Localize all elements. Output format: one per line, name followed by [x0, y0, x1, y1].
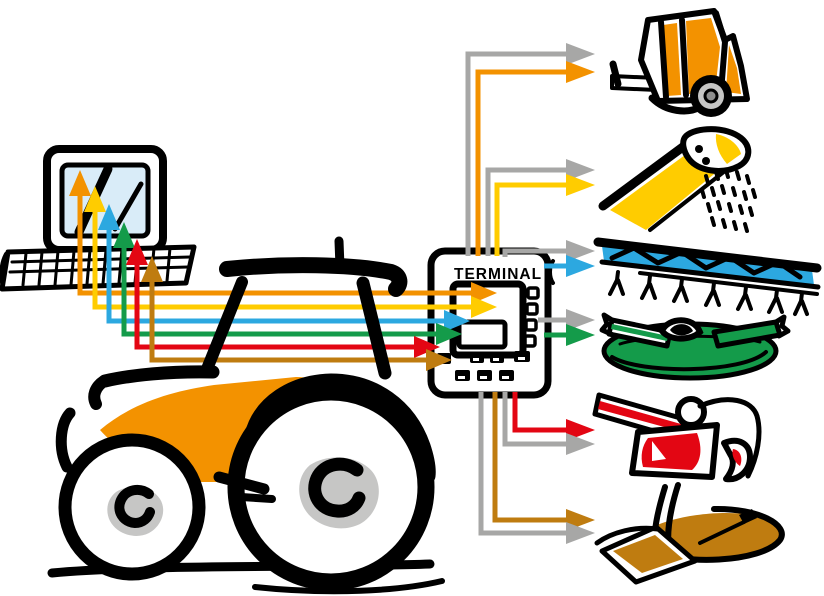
cab-roof	[219, 257, 408, 297]
connector-computer-terminal-blue	[98, 204, 470, 332]
arrowhead-into-sprayer	[566, 240, 595, 262]
exhaust-pipe	[334, 236, 345, 272]
connector-terminal-trailer-signal	[475, 61, 595, 256]
arrowhead-into-terminal	[414, 336, 440, 358]
connector-terminal-sprayer-bus	[502, 240, 595, 262]
pivot-head	[675, 396, 707, 428]
cab-front-pillar	[201, 276, 248, 375]
desktop-computer-icon	[0, 145, 197, 292]
arrowhead-into-trailer	[566, 43, 595, 65]
arrowhead-into-terminal	[426, 349, 452, 371]
rear-hub-mark	[308, 457, 366, 518]
rotary-mower-icon	[599, 312, 791, 381]
keyboard-edge	[0, 252, 8, 289]
screen-reflection	[112, 181, 144, 232]
handle	[698, 520, 746, 545]
connector-computer-terminal-orange	[69, 170, 497, 304]
fertilizer-spreader-icon	[598, 126, 757, 233]
terminal-side-buttons[interactable]	[523, 286, 540, 348]
trailer-icon	[609, 8, 750, 117]
arrowhead-into-baler	[566, 419, 595, 441]
terminal-knob	[548, 259, 555, 285]
connector-terminal-baler-signal	[512, 392, 595, 441]
arrowhead-into-computer	[126, 239, 148, 265]
arrowhead-into-baler	[566, 433, 595, 455]
sprayer-boom-icon	[593, 237, 822, 316]
arrowhead-into-computer	[98, 204, 120, 230]
terminal-label: TERMINAL	[454, 266, 542, 283]
arrowhead-into-computer	[84, 186, 106, 212]
arrowhead-into-terminal	[471, 296, 497, 318]
connector-terminal-trailer-bus	[465, 43, 595, 256]
connector-terminal-plough-signal	[492, 392, 595, 531]
arrowhead-into-terminal	[444, 310, 470, 332]
rear-fender	[244, 373, 436, 484]
connector-computer-terminal-yellow	[84, 186, 497, 318]
arrowhead-into-trailer	[566, 61, 595, 83]
arrowhead-into-terminal	[471, 282, 497, 304]
body-ribs	[658, 10, 728, 100]
connector-computer-terminal-red	[126, 239, 440, 358]
cab-rear-pillar	[356, 276, 392, 380]
connector-terminal-spreader-bus	[485, 159, 595, 256]
truss-bracing	[609, 245, 803, 280]
front-bumper	[55, 407, 76, 473]
connector-computer-terminal-green	[113, 222, 462, 345]
ground-shadow	[252, 578, 445, 595]
arrowhead-into-computer	[141, 256, 163, 282]
terminal-screen-window	[456, 319, 508, 350]
connector-terminal-spreader-signal	[494, 174, 595, 256]
connector-terminal-baler-bus	[502, 392, 595, 455]
front-hub-mark	[114, 484, 155, 528]
spray-nozzles	[608, 270, 809, 316]
step	[237, 493, 276, 503]
arrowhead-into-computer	[113, 222, 135, 248]
connector-terminal-mower-signal	[544, 324, 595, 346]
granule-spray	[700, 168, 757, 233]
connector-computer-terminal-brown	[141, 256, 452, 371]
connector-terminal-sprayer-signal	[544, 255, 595, 277]
arrowhead-into-mower	[566, 324, 595, 346]
arrowhead-into-sprayer	[566, 255, 595, 277]
plough-icon	[594, 482, 785, 585]
hood-nose	[88, 375, 110, 410]
hopper	[680, 126, 752, 174]
tractor-icon	[47, 236, 445, 595]
connector-terminal-plough-bus	[478, 392, 595, 544]
arrowhead-into-terminal	[436, 323, 462, 345]
step	[213, 471, 270, 495]
baler-icon	[592, 392, 762, 483]
arrowhead-into-computer	[69, 170, 91, 196]
arrowhead-into-mower	[566, 309, 595, 331]
frame-swoosh	[697, 397, 762, 479]
hood	[98, 365, 220, 388]
connector-terminal-mower-bus	[538, 309, 595, 331]
terminal-icon: TERMINAL	[427, 247, 555, 399]
arrowhead-into-spreader	[566, 174, 595, 196]
arrowhead-into-spreader	[566, 159, 595, 181]
arrowhead-into-plough	[566, 522, 595, 544]
